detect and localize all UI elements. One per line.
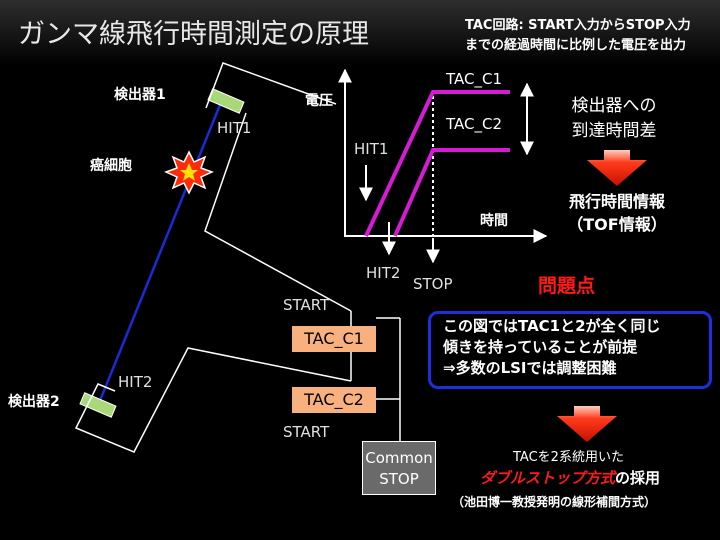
common-stop-line1: Common — [365, 449, 433, 467]
wire-detector1-tac-c1 — [204, 112, 352, 312]
problem-text-line3: ⇒多数のLSIでは調整困難 — [443, 359, 617, 377]
tof-text: 飛行時間情報 （TOF情報） — [559, 190, 675, 236]
tac-c2-box: TAC_C2 — [292, 387, 376, 413]
arrival-diff-line2: 到達時間差 — [571, 121, 657, 141]
hit1-label-graph: HIT1 — [354, 140, 389, 158]
page-title: ガンマ線飛行時間測定の原理 — [18, 19, 369, 50]
stop-label: STOP — [413, 275, 453, 293]
tof-line1: 飛行時間情報 — [568, 192, 665, 211]
cancer-cell-label: 癌細胞 — [90, 158, 132, 174]
tac-note-line1: TAC回路: START入力からSTOP入力 — [465, 18, 691, 33]
tac-note-line2: までの経過時間に比例した電圧を出力 — [465, 38, 687, 53]
arrival-diff-text: 検出器への 到達時間差 — [565, 94, 663, 144]
problem-text-line2: 傾きを持っていることが前提 — [443, 338, 638, 356]
tac-c1-ramp — [364, 90, 510, 237]
tac-c2-graph-label: TAC_C2 — [446, 115, 502, 133]
detector1-shape — [207, 88, 245, 114]
common-stop-box: Common STOP — [362, 441, 436, 495]
common-stop-line2: STOP — [379, 470, 419, 488]
tof-line2: （TOF情報） — [567, 215, 667, 234]
double-stop-method: ダブルストップ方式 — [480, 469, 616, 487]
use-line2: ダブルストップ方式の採用 — [480, 467, 660, 488]
wire-detector2 — [74, 347, 352, 453]
cancer-cell-core — [180, 163, 198, 181]
title-bar — [0, 0, 720, 66]
tac-note: TAC回路: START入力からSTOP入力 までの経過時間に比例した電圧を出力 — [465, 16, 691, 56]
detector2-label: 検出器2 — [8, 394, 60, 410]
red-down-arrow-1 — [587, 150, 647, 186]
red-down-arrow-2 — [557, 406, 617, 442]
hit1-label-wire: HIT1 — [217, 119, 252, 137]
problem-text-line1: この図ではTAC1と2が全く同じ — [443, 317, 661, 335]
problem-label: 問題点 — [538, 275, 596, 297]
problem-text: この図ではTAC1と2が全く同じ 傾きを持っていることが前提 ⇒多数のLSIでは… — [443, 316, 661, 379]
use-line1: TACを2系統用いた — [513, 450, 624, 465]
wire-detector1-hit1 — [205, 62, 337, 109]
arrival-diff-line1: 検出器への — [571, 96, 657, 116]
voltage-label: 電圧 — [305, 93, 333, 109]
start-label-1: START — [283, 296, 330, 314]
time-label: 時間 — [480, 213, 508, 229]
detector2-shape — [79, 392, 117, 418]
problem-box — [428, 311, 712, 389]
gamma-ray-line — [97, 99, 224, 404]
use-line3: （池田博一教授発明の線形補間方式） — [452, 495, 657, 509]
hit2-label-wire: HIT2 — [118, 373, 153, 391]
tac-c2-ramp — [393, 148, 510, 237]
hit2-label-graph: HIT2 — [366, 264, 401, 282]
detector1-label: 検出器1 — [114, 87, 166, 103]
tac-c1-box: TAC_C1 — [292, 326, 376, 352]
tac-c1-graph-label: TAC_C1 — [446, 70, 502, 88]
adoption-text: の採用 — [615, 469, 661, 487]
start-label-2: START — [283, 423, 330, 441]
